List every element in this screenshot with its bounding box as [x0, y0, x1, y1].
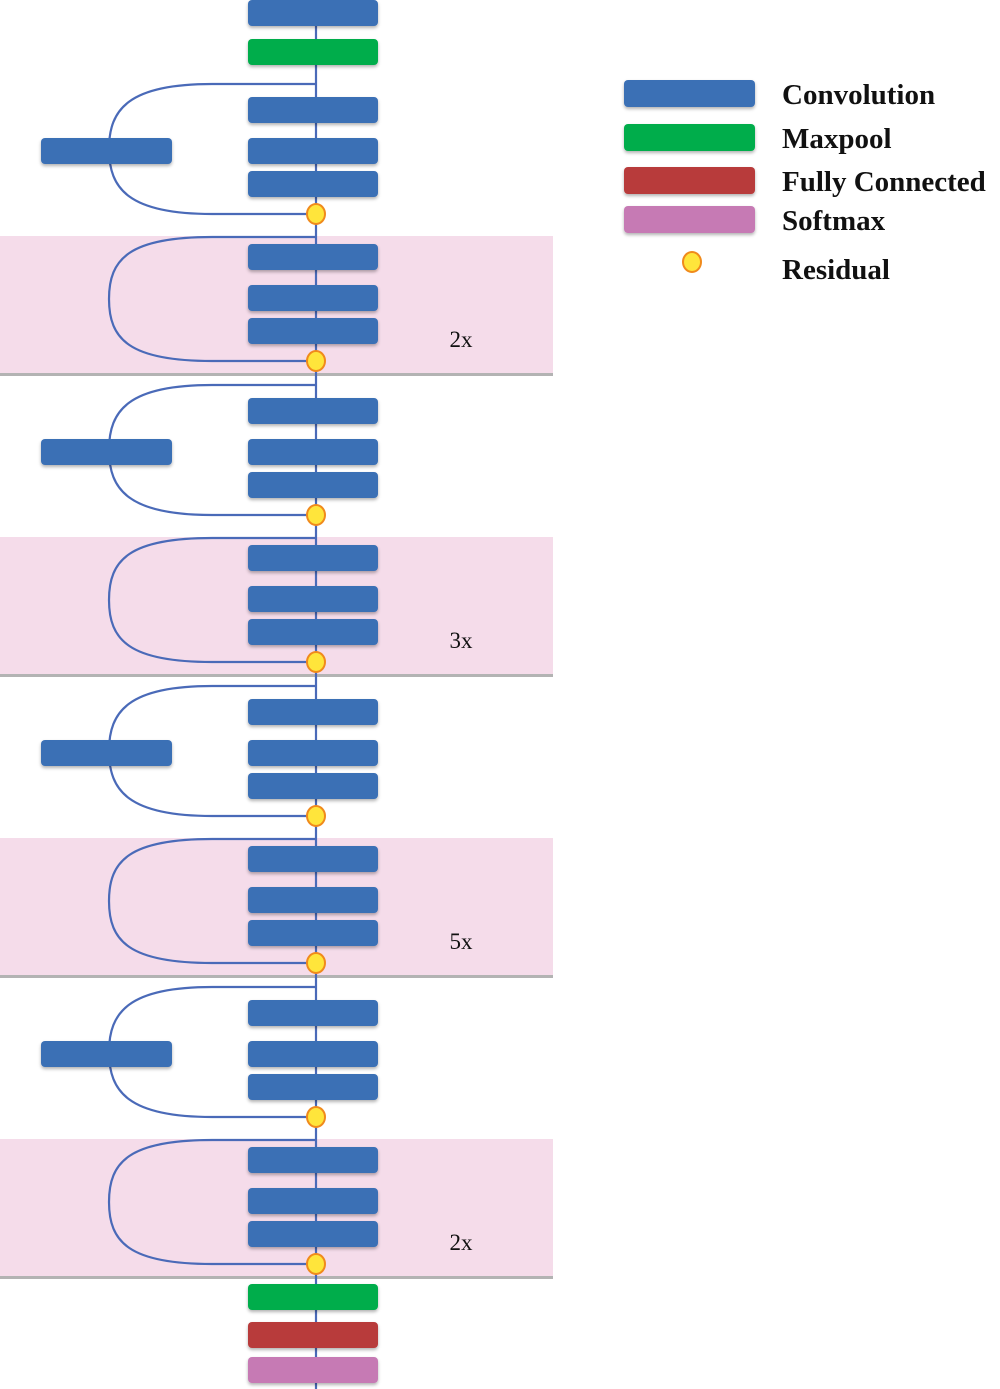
stage-3-downsample-residual — [306, 805, 326, 827]
stage-3-downsample-convolution-block-3 — [248, 773, 378, 799]
stage-3-downsample-convolution-block-2 — [248, 740, 378, 766]
stage-2-downsample-residual — [306, 504, 326, 526]
stage-4-identity-convolution-block-3 — [248, 1221, 378, 1247]
residual-nodes — [306, 203, 326, 1275]
stage-4-identity-convolution-block-2 — [248, 1188, 378, 1214]
stage-1-identity-convolution-block-3 — [248, 318, 378, 344]
stage-3-identity-convolution-block-2 — [248, 887, 378, 913]
legend-convolution-label: Convolution — [782, 79, 935, 111]
legend-fully-connected-swatch — [624, 167, 755, 194]
stage-4-identity-convolution-block-1 — [248, 1147, 378, 1173]
stage-4-band-rule — [0, 1276, 553, 1279]
stage-1-identity-skip — [107, 235, 316, 363]
stage-3-downsample-convolution-block-1 — [248, 699, 378, 725]
stage-1-downsample-convolution-block-3 — [248, 171, 378, 197]
layer-blocks — [41, 0, 378, 1383]
stage-4-identity-residual — [306, 1253, 326, 1275]
stage-3-identity-convolution-block-3 — [248, 920, 378, 946]
stage-1-identity-residual — [306, 350, 326, 372]
stage-1-downsample-convolution-block-1 — [248, 97, 378, 123]
legend-maxpool-label: Maxpool — [782, 123, 892, 155]
repeat-labels: 2x 3x 5x 2x — [450, 327, 474, 1255]
stage-2-identity-skip — [107, 536, 316, 664]
stage-3-identity-residual — [306, 952, 326, 974]
stage-3-band-rule — [0, 975, 553, 978]
stage-3-shortcut-convolution-block — [41, 740, 172, 766]
stage-2-downsample-convolution-block-1 — [248, 398, 378, 424]
legend-fully-connected-label: Fully Connected — [782, 166, 986, 198]
stage-2-downsample-convolution-block-2 — [248, 439, 378, 465]
stage-1-band-rule — [0, 373, 553, 376]
stage-4-downsample-convolution-block-3 — [248, 1074, 378, 1100]
legend-softmax-swatch — [624, 206, 755, 233]
stage-1-repeat-label: 2x — [450, 327, 474, 352]
stage-1-downsample-residual — [306, 203, 326, 225]
legend-residual-label: Residual — [782, 254, 890, 286]
stage-1-identity-convolution-block-2 — [248, 285, 378, 311]
output-maxpool-block — [248, 1284, 378, 1310]
stage-2-band-rule — [0, 674, 553, 677]
stage-4-downsample-residual — [306, 1106, 326, 1128]
legend-maxpool-swatch — [624, 124, 755, 151]
stage-2-repeat-label: 3x — [450, 628, 474, 653]
stage-2-identity-convolution-block-2 — [248, 586, 378, 612]
stage-1-identity-convolution-block-1 — [248, 244, 378, 270]
legend-residual-swatch — [682, 251, 702, 273]
stage-1-shortcut-convolution-block — [41, 138, 172, 164]
stage-3-repeat-label: 5x — [450, 929, 474, 954]
stage-2-identity-residual — [306, 651, 326, 673]
legend-softmax-label: Softmax — [782, 205, 886, 237]
stage-4-repeat-label: 2x — [450, 1230, 474, 1255]
stage-3-identity-skip — [107, 837, 316, 965]
output-softmax-block — [248, 1357, 378, 1383]
stage-4-downsample-convolution-block-1 — [248, 1000, 378, 1026]
input-maxpool-block — [248, 39, 378, 65]
stage-4-identity-skip — [107, 1138, 316, 1266]
stage-2-downsample-convolution-block-3 — [248, 472, 378, 498]
legend-convolution-swatch — [624, 80, 755, 107]
stage-3-identity-convolution-block-1 — [248, 846, 378, 872]
stage-4-shortcut-convolution-block — [41, 1041, 172, 1067]
stage-2-identity-convolution-block-3 — [248, 619, 378, 645]
stage-2-shortcut-convolution-block — [41, 439, 172, 465]
input-convolution-block — [248, 0, 378, 26]
output-fully-connected-block — [248, 1322, 378, 1348]
stage-1-downsample-convolution-block-2 — [248, 138, 378, 164]
stage-2-identity-convolution-block-1 — [248, 545, 378, 571]
stage-4-downsample-convolution-block-2 — [248, 1041, 378, 1067]
